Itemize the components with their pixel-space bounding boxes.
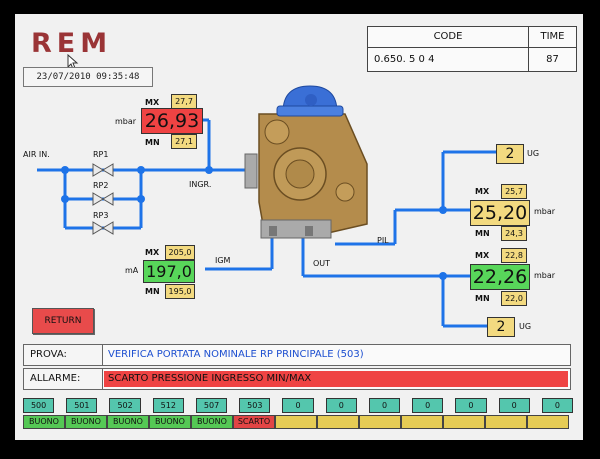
pil-pressure-value: 25,20	[470, 200, 530, 226]
allarme-row: ALLARME: SCARTO PRESSIONE INGRESSO MIN/M…	[23, 368, 571, 390]
out-pressure-value: 22,26	[470, 264, 530, 290]
inlet-mx-label: MX	[145, 98, 160, 107]
pil-label: PIL	[377, 236, 389, 245]
rp3-label: RP3	[93, 211, 109, 220]
ug-bottom-value: 2	[487, 317, 515, 337]
step-code: 0	[498, 398, 530, 413]
out-min-value: 22,0	[501, 291, 527, 306]
igm-min-value: 195,0	[165, 284, 195, 299]
valve-rp2-icon	[92, 192, 114, 206]
step-code: 0	[325, 398, 357, 413]
step-status: SCARTO	[233, 415, 275, 429]
gas-valve-body-icon	[244, 85, 368, 239]
code-value: 0.650. 5 0 4	[374, 54, 435, 65]
igm-label: IGM	[215, 256, 231, 265]
step-code: 500	[23, 398, 55, 413]
inlet-pressure-value: 26,93	[141, 108, 203, 134]
igm-current-value: 197,0	[143, 260, 195, 283]
pil-unit-label: mbar	[534, 207, 556, 216]
prova-label: PROVA:	[24, 345, 103, 365]
valve-rp1-icon	[92, 163, 114, 177]
step-code: 501	[66, 398, 98, 413]
rp2-label: RP2	[93, 181, 109, 190]
datetime-display: 23/07/2010 09:35:48	[23, 67, 153, 87]
step-code: 512	[152, 398, 184, 413]
inlet-max-value: 27,7	[171, 94, 197, 109]
igm-unit-label: mA	[125, 266, 139, 275]
hmi-screen: REM 23/07/2010 09:35:48 CODE TIME 0.650.…	[15, 14, 583, 440]
step-status	[527, 415, 569, 429]
inlet-min-value: 27,1	[171, 134, 197, 149]
ug-top-value: 2	[496, 144, 524, 164]
step-status	[359, 415, 401, 429]
ug-bottom-label: UG	[519, 322, 532, 331]
out-mx-label: MX	[475, 251, 490, 260]
code-header: CODE	[368, 27, 529, 48]
step-code: 507	[195, 398, 228, 413]
out-max-value: 22,8	[501, 248, 527, 263]
step-status	[317, 415, 359, 429]
inlet-unit-label: mbar	[115, 117, 137, 126]
step-code: 502	[109, 398, 141, 413]
step-code: 0	[541, 398, 574, 413]
step-status	[443, 415, 485, 429]
ug-top-label: UG	[527, 149, 540, 158]
step-status	[275, 415, 317, 429]
allarme-text: SCARTO PRESSIONE INGRESSO MIN/MAX	[104, 371, 568, 387]
pil-mn-label: MN	[475, 229, 490, 238]
rp1-label: RP1	[93, 150, 109, 159]
allarme-label: ALLARME:	[24, 369, 103, 389]
prova-text: VERIFICA PORTATA NOMINALE RP PRINCIPALE …	[108, 349, 364, 360]
step-status: BUONO	[23, 415, 65, 429]
inlet-mn-label: MN	[145, 138, 160, 147]
step-code: 0	[412, 398, 444, 413]
step-code: 0	[368, 398, 401, 413]
step-code: 0	[455, 398, 487, 413]
return-button[interactable]: RETURN	[32, 308, 94, 334]
time-value: 87	[546, 54, 559, 65]
step-status	[401, 415, 443, 429]
rem-logo: REM	[31, 28, 113, 59]
step-code: 503	[239, 398, 271, 413]
piping-diagram	[37, 85, 497, 328]
step-code: 0	[282, 398, 314, 413]
igm-mn-label: MN	[145, 287, 160, 296]
pipe-junctions	[61, 166, 447, 280]
out-mn-label: MN	[475, 294, 490, 303]
igm-max-value: 205,0	[165, 245, 195, 260]
igm-mx-label: MX	[145, 248, 160, 257]
step-status: BUONO	[191, 415, 233, 429]
pil-max-value: 25,7	[501, 184, 527, 199]
step-status	[485, 415, 527, 429]
pil-min-value: 24,3	[501, 226, 527, 241]
code-time-panel: CODE TIME 0.650. 5 0 4 87	[367, 26, 577, 72]
out-label: OUT	[313, 259, 331, 268]
step-status: BUONO	[107, 415, 149, 429]
step-status: BUONO	[65, 415, 107, 429]
prova-row: PROVA: VERIFICA PORTATA NOMINALE RP PRIN…	[23, 344, 571, 366]
air-in-label: AIR IN.	[23, 150, 50, 159]
step-status: BUONO	[149, 415, 191, 429]
valve-rp3-icon	[92, 221, 114, 235]
out-unit-label: mbar	[534, 271, 556, 280]
time-header: TIME	[529, 27, 576, 48]
ingr-label: INGR.	[189, 180, 212, 189]
pil-mx-label: MX	[475, 187, 490, 196]
